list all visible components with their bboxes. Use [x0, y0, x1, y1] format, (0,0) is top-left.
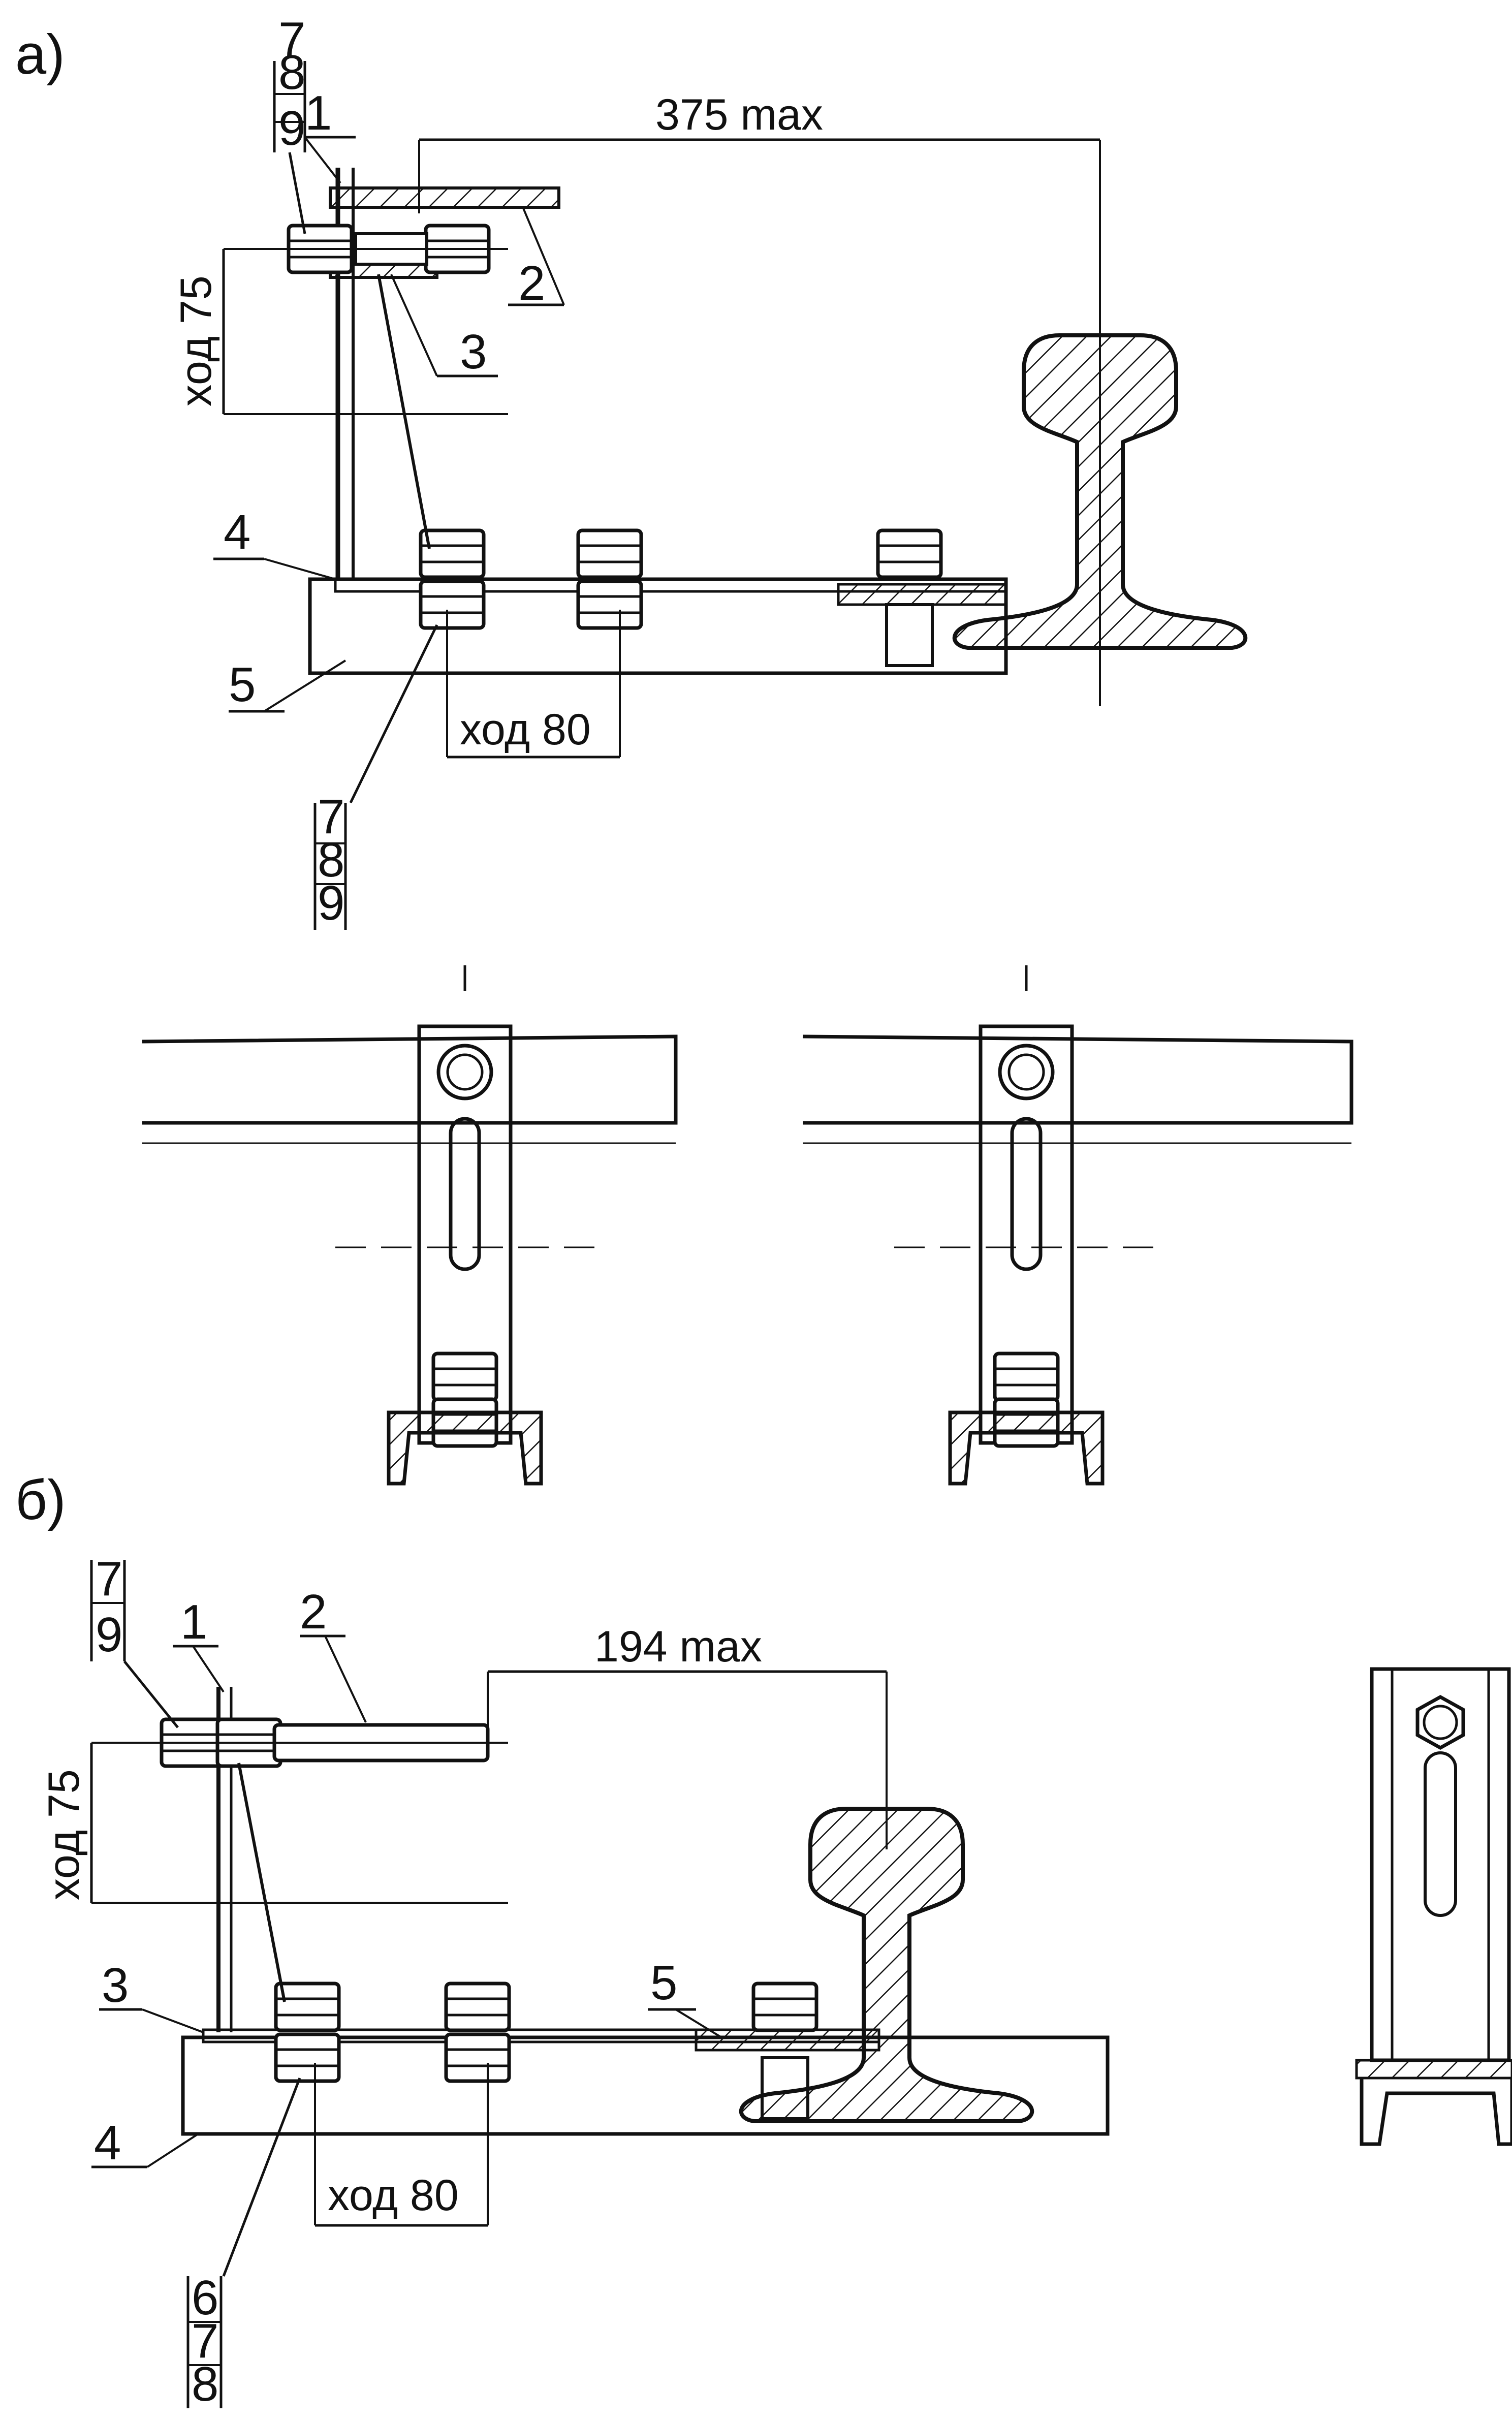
dim-travel-75-b: ход 75	[40, 1769, 88, 1900]
callout-3-b: 3	[102, 1958, 129, 2012]
callout-2-b: 2	[300, 1585, 327, 1639]
callout-8-a: 8	[278, 45, 305, 100]
callout-5-b: 5	[650, 1956, 677, 2010]
dim-travel-75-a: ход 75	[172, 275, 220, 406]
side-detail-view	[1355, 1667, 1512, 2146]
callout-9b-a: 9	[318, 876, 344, 930]
callout-3-a: 3	[460, 325, 487, 379]
callout-8b-a: 8	[318, 833, 344, 887]
section-a: а) ход 75 375 max	[15, 12, 1245, 930]
top-bracket	[329, 186, 560, 209]
callout-7b-a: 7	[318, 790, 344, 844]
dim-travel-80-a: ход 80	[460, 705, 591, 754]
section-b-label: б)	[15, 1469, 66, 1531]
callout-1-b: 1	[180, 1595, 207, 1649]
callout-7-a: 7	[278, 12, 305, 67]
callout-2-a: 2	[518, 256, 545, 310]
callout-9-a: 9	[278, 101, 305, 155]
callout-9-b: 9	[96, 1608, 122, 1662]
dim-194-max: 194 max	[594, 1622, 762, 1671]
base-beam-b	[181, 2035, 1110, 2136]
plan-views	[142, 965, 1353, 1484]
plan-clip-left	[389, 1026, 541, 1484]
plan-clip-right	[950, 1026, 1102, 1484]
callout-8b-b: 8	[192, 2357, 218, 2411]
callout-6-b: 6	[192, 2271, 218, 2325]
callout-7-b: 7	[96, 1552, 122, 1606]
dim-travel-80-b: ход 80	[328, 2171, 459, 2220]
section-a-label: а)	[15, 23, 65, 86]
callout-4-b: 4	[94, 2116, 121, 2170]
callout-5-a: 5	[229, 657, 256, 712]
dim-375-max: 375 max	[655, 90, 823, 139]
callout-7b-b: 7	[192, 2314, 218, 2368]
callout-1-a: 1	[305, 86, 332, 140]
section-b: б) 194 max ход 75 ход 80	[15, 1469, 1512, 2411]
callout-4-a: 4	[224, 505, 250, 559]
